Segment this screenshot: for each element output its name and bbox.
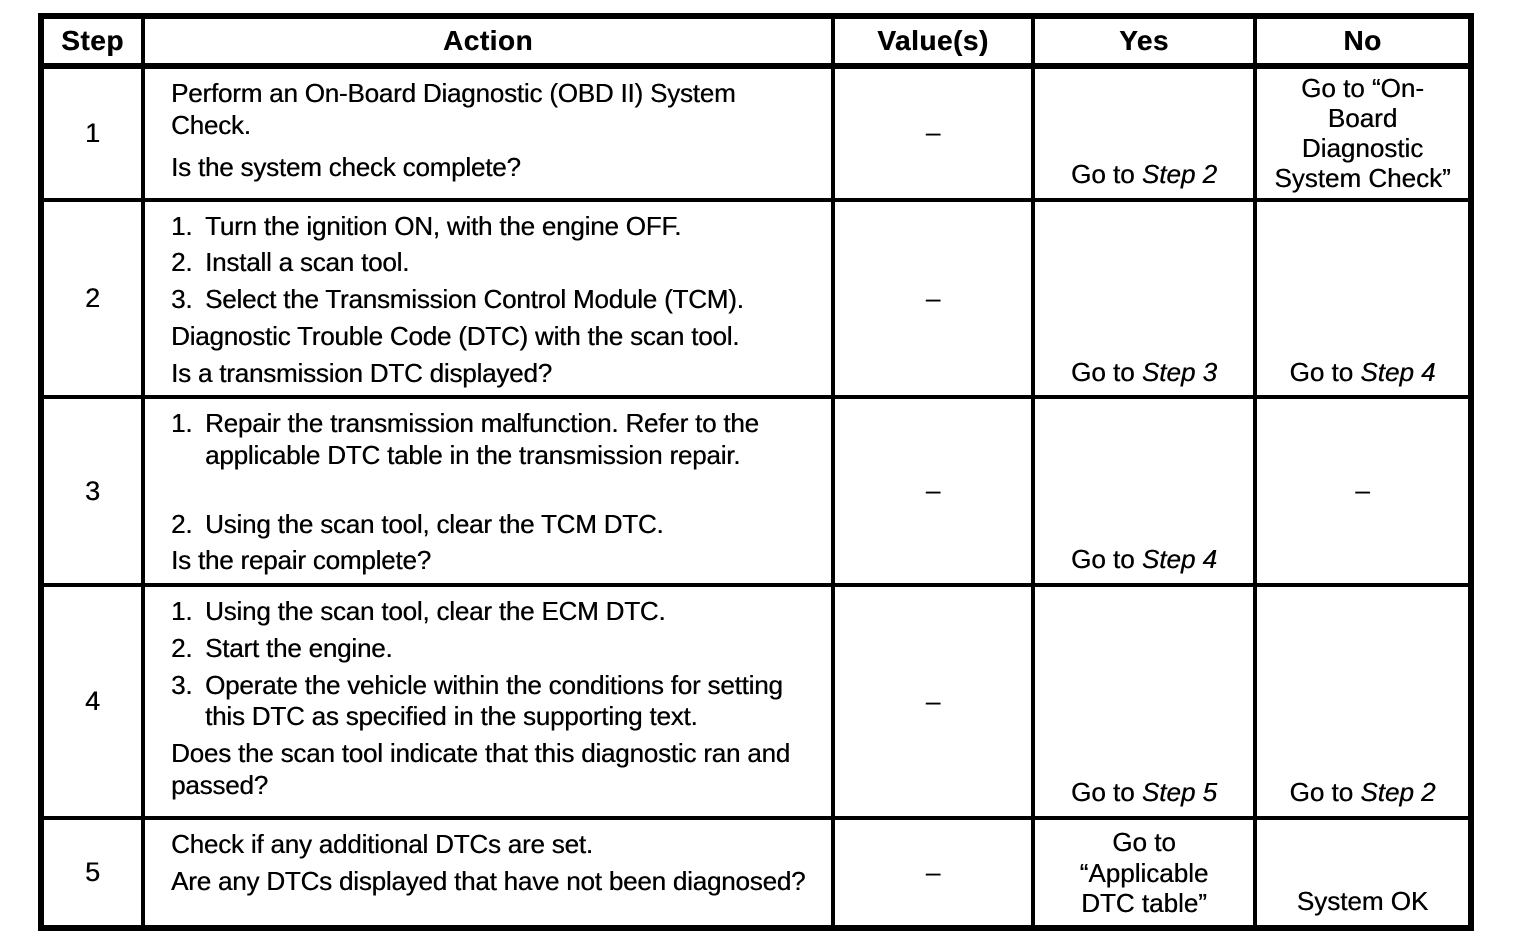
action-text: Perform an On-Board Diagnostic (OBD II) … <box>171 78 736 140</box>
action-list-item: 3. Select the Transmission Control Modul… <box>171 284 815 316</box>
goto-text: Go to <box>1071 777 1142 808</box>
list-text: Operate the vehicle within the condition… <box>205 669 783 732</box>
action-text: Check if any additional DTCs are set. <box>171 829 593 860</box>
goto-line: Go to “On- <box>1301 73 1424 103</box>
action-question: Does the scan tool indicate that this di… <box>171 737 790 800</box>
spacer <box>171 472 815 504</box>
header-row: Step Action Value(s) Yes No <box>39 14 1473 69</box>
action-cell: Perform an On-Board Diagnostic (OBD II) … <box>141 64 835 202</box>
action-question: Is a transmission DTC displayed? <box>171 357 552 388</box>
step-number: 4 <box>39 583 145 821</box>
step-reference: Step 5 <box>1141 777 1217 808</box>
col-header-yes: Yes <box>1031 14 1257 69</box>
table-row-step-5: 5 Check if any additional DTCs are set. … <box>39 816 1473 931</box>
value-cell: – <box>831 583 1035 821</box>
value-cell: – <box>831 64 1035 202</box>
action-list-item: 1. Turn the ignition ON, with the engine… <box>171 211 815 243</box>
no-cell: Go to Step 4 <box>1253 197 1473 400</box>
action-cell: Check if any additional DTCs are set. Ar… <box>141 816 835 931</box>
goto-line: Go to <box>1112 827 1176 858</box>
yes-cell: Go to Step 5 <box>1031 583 1257 821</box>
list-number: 2. <box>171 508 193 539</box>
table-row-step-4: 4 1. Using the scan tool, clear the ECM … <box>39 583 1473 821</box>
no-cell: Go to Step 2 <box>1253 583 1473 821</box>
goto-text: Go to <box>1071 158 1142 189</box>
list-number: 1. <box>171 596 193 627</box>
no-cell: System OK <box>1253 816 1473 931</box>
action-question: Is the system check complete? <box>171 152 521 183</box>
action-list-item: 1. Using the scan tool, clear the ECM DT… <box>171 596 815 628</box>
action-question: Are any DTCs displayed that have not bee… <box>171 865 806 896</box>
yes-cell: Go to Step 4 <box>1031 395 1257 588</box>
list-text: Repair the transmission malfunction. Ref… <box>205 408 759 470</box>
list-number: 1. <box>171 408 193 439</box>
action-list-item: 2. Install a scan tool. <box>171 247 815 279</box>
diagnostic-table: Step Action Value(s) Yes No 1 Perform an… <box>38 13 1474 932</box>
action-cell: 1. Turn the ignition ON, with the engine… <box>141 197 835 400</box>
action-cell: 1. Using the scan tool, clear the ECM DT… <box>141 583 835 821</box>
col-header-values: Value(s) <box>831 14 1035 69</box>
no-cell: – <box>1253 395 1473 588</box>
action-list-item: 2. Using the scan tool, clear the TCM DT… <box>171 509 815 541</box>
goto-text: Go to <box>1071 356 1142 387</box>
value-cell: – <box>831 197 1035 400</box>
step-number: 5 <box>39 816 145 931</box>
goto-text: Go to <box>1289 356 1361 387</box>
action-list-item: 3. Operate the vehicle within the condit… <box>171 670 815 733</box>
no-cell: Go to “On- Board Diagnostic System Check… <box>1253 64 1473 202</box>
col-header-no: No <box>1253 14 1473 69</box>
list-text: Select the Transmission Control Module (… <box>205 284 744 315</box>
action-question: Is the repair complete? <box>171 545 431 576</box>
step-number: 3 <box>39 395 145 588</box>
goto-line: DTC table” <box>1081 887 1207 918</box>
action-cell: 1. Repair the transmission malfunction. … <box>141 395 835 588</box>
value-cell: – <box>831 816 1035 931</box>
list-text: Start the engine. <box>205 632 393 663</box>
col-header-action: Action <box>141 14 835 69</box>
action-list-item: 2. Start the engine. <box>171 633 815 665</box>
goto-line: “Applicable <box>1079 857 1209 888</box>
goto-line: Diagnostic <box>1301 133 1424 164</box>
yes-cell: Go to Step 3 <box>1031 197 1257 400</box>
value-cell: – <box>831 395 1035 588</box>
col-header-step: Step <box>39 14 145 69</box>
list-number: 2. <box>171 247 193 278</box>
step-reference: Step 3 <box>1141 356 1217 387</box>
goto-line: System Check” <box>1274 163 1451 194</box>
table-row-step-2: 2 1. Turn the ignition ON, with the engi… <box>39 197 1473 400</box>
step-reference: Step 4 <box>1141 544 1217 575</box>
step-reference: Step 2 <box>1141 158 1217 189</box>
list-text: Using the scan tool, clear the ECM DTC. <box>205 596 666 627</box>
goto-text: Go to <box>1071 544 1142 575</box>
step-reference: Step 2 <box>1360 777 1436 808</box>
list-number: 3. <box>171 669 193 700</box>
list-number: 2. <box>171 632 193 663</box>
step-reference: Step 4 <box>1360 356 1436 387</box>
yes-cell: Go to “Applicable DTC table” <box>1031 816 1257 931</box>
table-row-step-3: 3 1. Repair the transmission malfunction… <box>39 395 1473 588</box>
step-number: 2 <box>39 197 145 400</box>
goto-line: Board <box>1327 103 1398 134</box>
action-text: Diagnostic Trouble Code (DTC) with the s… <box>171 320 740 351</box>
list-number: 1. <box>171 210 193 241</box>
yes-cell: Go to Step 2 <box>1031 64 1257 202</box>
step-number: 1 <box>39 64 145 202</box>
list-number: 3. <box>171 284 193 315</box>
list-text: Turn the ignition ON, with the engine OF… <box>205 210 682 241</box>
goto-text: Go to <box>1289 777 1361 808</box>
action-list-item: 1. Repair the transmission malfunction. … <box>171 408 815 471</box>
list-text: Using the scan tool, clear the TCM DTC. <box>205 508 664 539</box>
list-text: Install a scan tool. <box>205 247 410 278</box>
table-row-step-1: 1 Perform an On-Board Diagnostic (OBD II… <box>39 64 1473 202</box>
